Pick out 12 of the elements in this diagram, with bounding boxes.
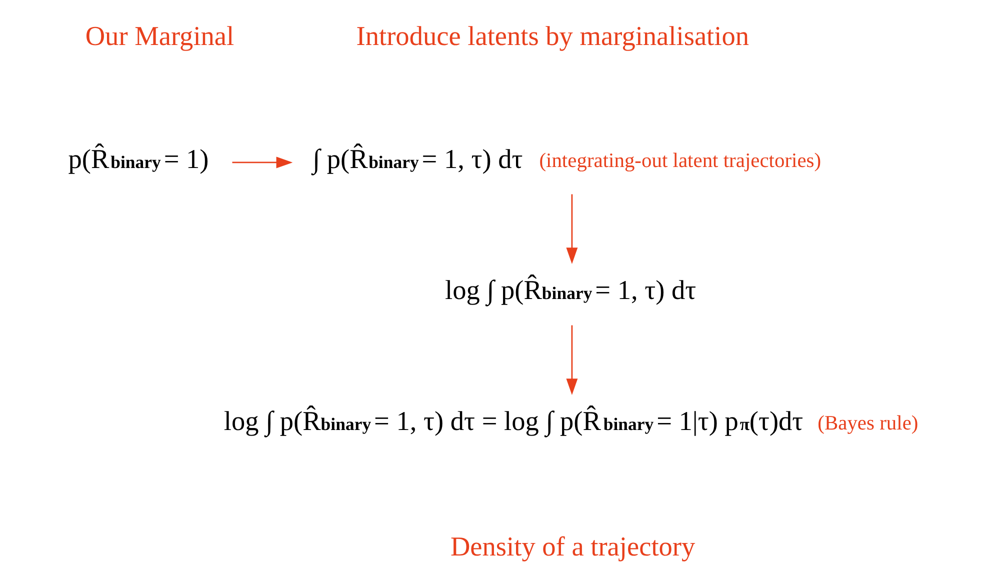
node-text: p(R̂binary= 1): [68, 144, 208, 174]
label: Density of a trajectory: [450, 532, 695, 562]
node-text: log ∫ p(R̂binary= 1, τ) dτ = log ∫ p(R̂binary= 1|τ) pπ(τ)dτ: [223, 406, 803, 436]
label: Our Marginal: [84, 21, 234, 52]
node-label: (integrating-out latent trajectories): [538, 150, 821, 172]
node-text: ∫ p(R̂binary= 1, τ) dτ: [312, 144, 522, 174]
node-text: log ∫ p(R̂binary= 1, τ) dτ: [444, 274, 696, 305]
arrow: [566, 325, 578, 396]
arrow: [566, 194, 578, 264]
node-label: (Bayes rule): [817, 412, 918, 434]
arrow: [232, 156, 292, 168]
label: Introduce latents by marginalisation: [356, 21, 749, 52]
